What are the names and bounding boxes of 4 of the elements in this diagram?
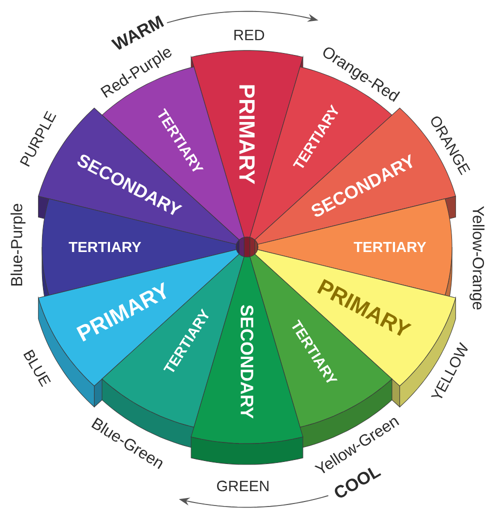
hue-label: Yellow-Orange xyxy=(470,206,484,310)
hue-label: GREEN xyxy=(217,480,268,492)
hue-label: RED xyxy=(234,30,264,40)
hue-label: Blue-Purple xyxy=(10,204,26,286)
